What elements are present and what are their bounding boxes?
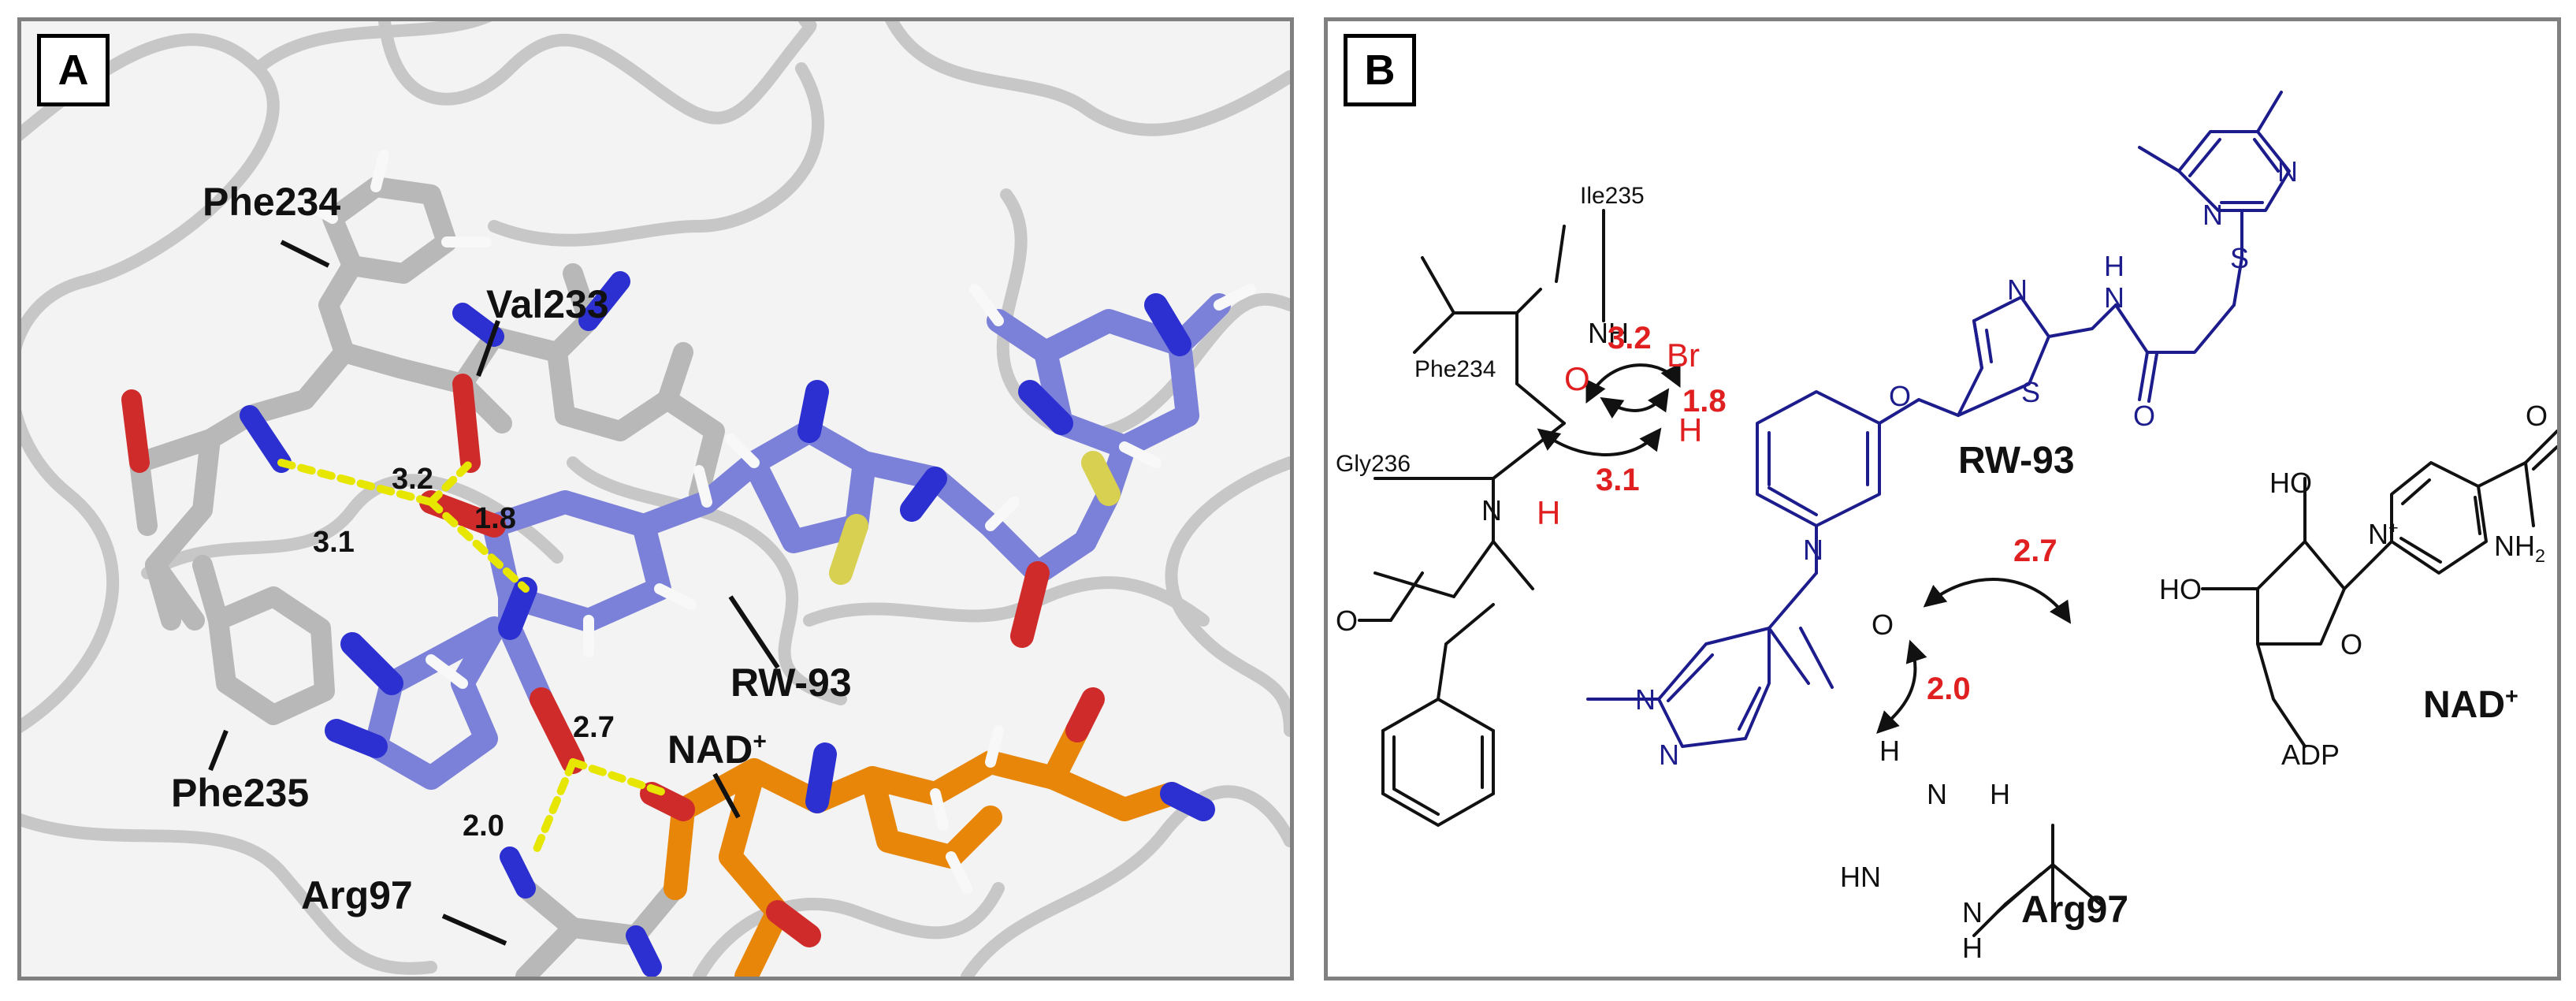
atom-adp: ADP bbox=[2281, 739, 2340, 771]
panel-b-label: B bbox=[1344, 34, 1416, 106]
label-phe234: Phe234 bbox=[203, 180, 341, 224]
distance-2-0-a: 2.0 bbox=[463, 809, 504, 843]
atom-n-pyr1: N bbox=[2202, 199, 2223, 231]
hbond-lines bbox=[277, 459, 671, 861]
atom-o-amide: O bbox=[1872, 608, 1894, 641]
panel-b-bonds bbox=[1358, 91, 2557, 937]
nad-cofactor bbox=[640, 687, 1215, 977]
atom-h-phe: H bbox=[1537, 494, 1561, 531]
atom-o-gly: O bbox=[1336, 605, 1359, 637]
compound-bonds bbox=[1586, 91, 2291, 748]
label-arg97-b: Arg97 bbox=[2021, 889, 2129, 931]
label-val233: Val233 bbox=[486, 282, 609, 326]
atom-o-ring: O bbox=[2340, 628, 2363, 661]
atom-s-thio: S bbox=[2230, 242, 2250, 274]
atom-ho-2: HO bbox=[2159, 573, 2202, 605]
label-nad: NAD+ bbox=[667, 727, 767, 772]
distance-2-7-a: 2.7 bbox=[573, 711, 615, 744]
atom-n-nh: N bbox=[2104, 281, 2124, 314]
label-arg97: Arg97 bbox=[301, 873, 413, 917]
atom-n-arg: N bbox=[1927, 778, 1947, 810]
atom-n-thiazole: N bbox=[2007, 274, 2028, 306]
protein-residues bbox=[121, 177, 725, 977]
distance-3-1-a: 3.1 bbox=[313, 526, 355, 559]
atom-h-arg2: H bbox=[1990, 778, 2010, 810]
nad-bonds bbox=[2201, 430, 2557, 748]
panel-a-structure: A bbox=[17, 17, 1294, 981]
atom-nh2: NH2 bbox=[2494, 530, 2546, 567]
label-rw93-b: RW-93 bbox=[1958, 440, 2075, 482]
distance-3-1-b: 3.1 bbox=[1596, 463, 1640, 497]
distance-3-2-a: 3.2 bbox=[392, 463, 433, 496]
panel-a-label: A bbox=[37, 34, 110, 106]
atom-n-arg3: N bbox=[1962, 896, 1983, 928]
distance-3-2-b: 3.2 bbox=[1608, 321, 1652, 355]
atom-h-arg3: H bbox=[1962, 932, 1983, 964]
label-phe235: Phe235 bbox=[171, 771, 310, 815]
atom-s-thiazole: S bbox=[2021, 376, 2041, 408]
panel-a-render bbox=[21, 21, 1290, 977]
atom-nh-top: NH bbox=[1588, 317, 1629, 349]
atom-o-carbonyl: O bbox=[1564, 360, 1590, 397]
distance-2-7-b: 2.7 bbox=[2013, 534, 2057, 568]
atom-br: Br bbox=[1667, 337, 1700, 374]
residue-ile235: Ile235 bbox=[1580, 183, 1645, 209]
panel-b-scheme: B bbox=[1324, 17, 2561, 981]
distance-1-8-a: 1.8 bbox=[474, 502, 516, 535]
hydrogens bbox=[299, 150, 1256, 894]
distance-1-8-b: 1.8 bbox=[1682, 384, 1727, 419]
atom-n-pz2: N bbox=[1659, 739, 1679, 771]
atom-n-amide: N bbox=[1803, 534, 1823, 566]
residue-phe234: Phe234 bbox=[1414, 356, 1496, 382]
atom-n-plus: N+ bbox=[2368, 518, 2399, 550]
atom-o-nad-amide: O bbox=[2526, 400, 2548, 432]
distance-2-0-b: 2.0 bbox=[1927, 672, 1971, 706]
atom-n-pyr2: N bbox=[2277, 155, 2298, 188]
label-nad-b: NAD+ bbox=[2423, 684, 2518, 726]
interaction-arrows bbox=[1537, 363, 2072, 734]
atom-h-amide: H bbox=[1678, 411, 1703, 448]
atom-n-phe: N bbox=[1481, 494, 1502, 527]
atom-h-nh: H bbox=[2104, 250, 2124, 282]
atom-n-pz1: N bbox=[1635, 683, 1656, 716]
atom-o-acetyl: O bbox=[2133, 400, 2156, 432]
label-pointers bbox=[208, 240, 780, 946]
residue-gly236: Gly236 bbox=[1336, 451, 1411, 477]
atom-hn-arg: HN bbox=[1840, 861, 1881, 893]
atom-o-ether: O bbox=[1889, 380, 1912, 412]
atom-ho-1: HO bbox=[2269, 467, 2312, 499]
protein-backbone-bonds bbox=[1358, 209, 2102, 937]
label-rw93: RW-93 bbox=[730, 661, 852, 705]
atom-h-arg: H bbox=[1879, 735, 1900, 767]
